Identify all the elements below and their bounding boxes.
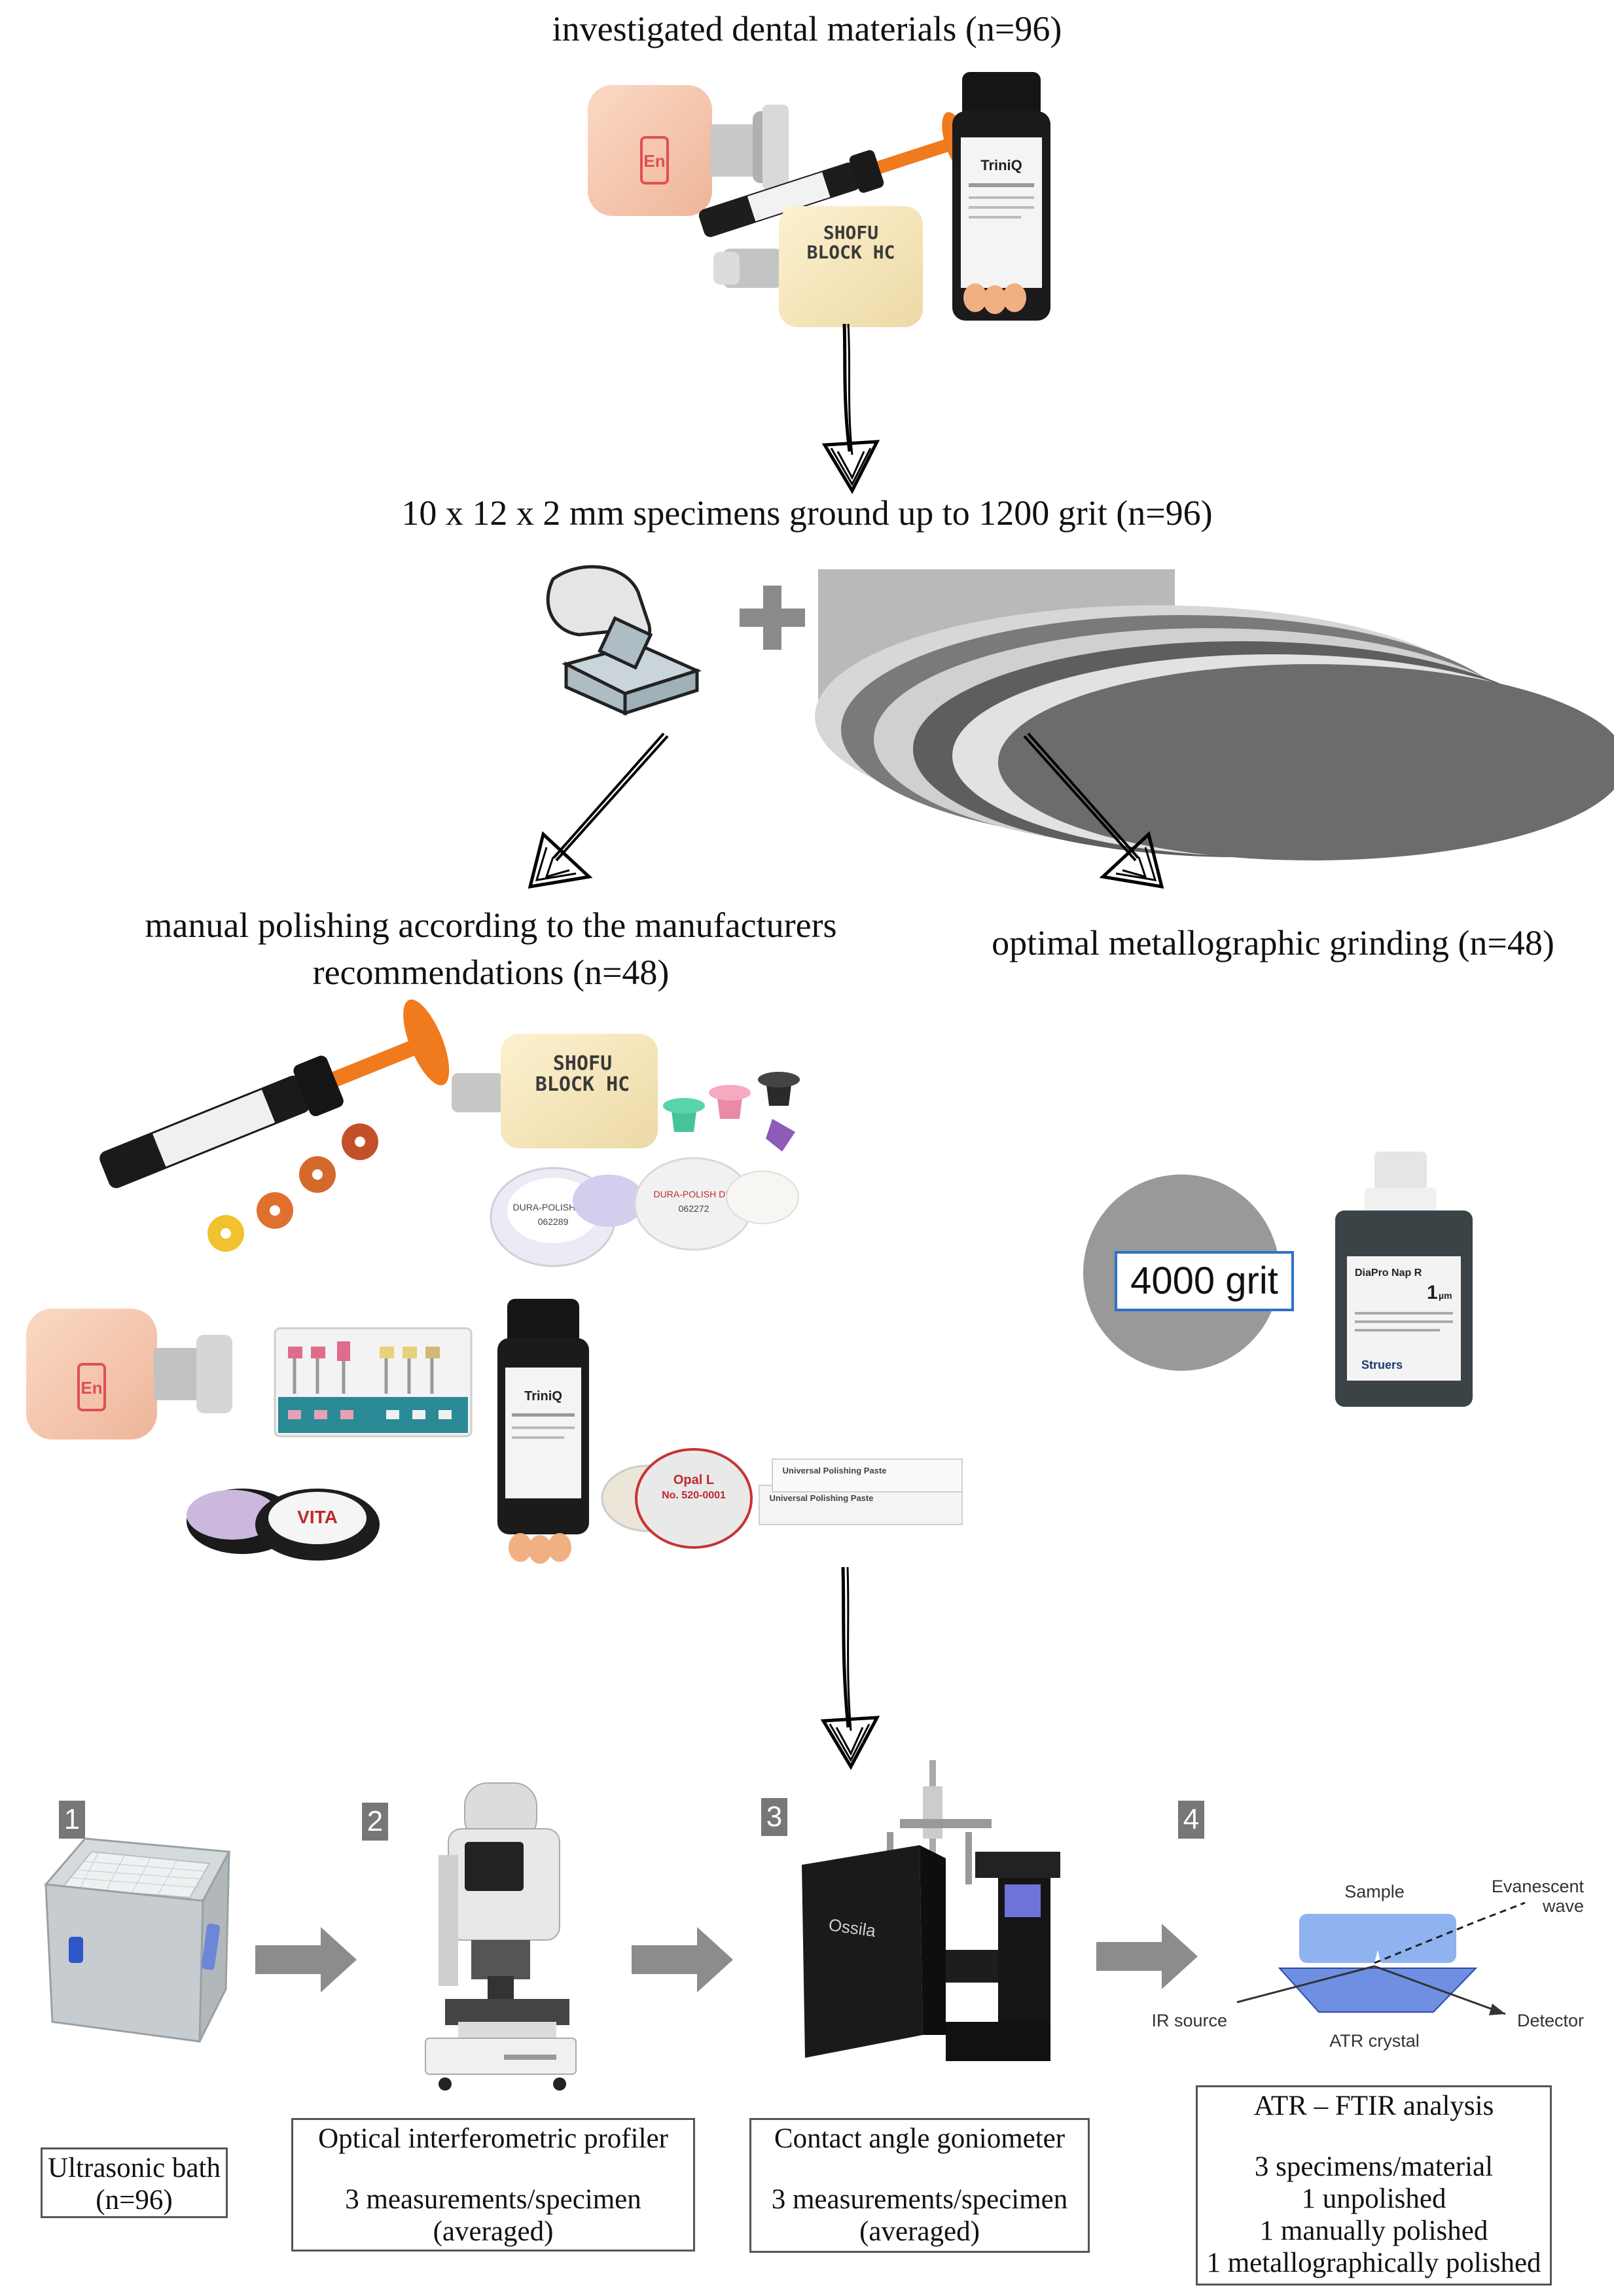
manual-polishing-title-line1: manual polishing according to the manufa… (145, 906, 837, 945)
opal-paste-tin-image: Opal L No. 520-0001 (601, 1448, 753, 1549)
step1-title: investigated dental materials (n=96) (552, 9, 1062, 48)
opal-label-1: Opal L (673, 1473, 714, 1487)
goniometer-image: Ossila (802, 1760, 1060, 2061)
diapro-size: 1 (1427, 1282, 1438, 1303)
grinding-illustration (546, 565, 1614, 860)
grinding-paper-image (815, 569, 1614, 860)
triniq-label: TriniQ (980, 157, 1022, 173)
svg-text:En: En (643, 151, 665, 171)
manual-polishing-kits: SHOFU BLOCK HC DURA-POLISH DIA 062289 DU… (26, 999, 963, 1564)
detector-label: Detector (1517, 2011, 1584, 2030)
step-number-3: 3 (761, 1798, 787, 1836)
vita-label: VITA (297, 1507, 338, 1527)
triniq-bottle-image: TriniQ (952, 72, 1050, 321)
shofu-block-image: SHOFU BLOCK HC (713, 206, 923, 327)
diapro-name: DiaPro Nap R (1355, 1267, 1422, 1279)
arrow-down-1 (821, 323, 880, 495)
shofu-block-large-image: SHOFU BLOCK HC (452, 1034, 658, 1148)
atr-ftir-manually: 1 manually polished (1259, 2216, 1488, 2246)
svg-text:En: En (81, 1378, 102, 1398)
manual-polishing-title-line2: recommendations (n=48) (312, 953, 670, 992)
evanescent-label-2: wave (1542, 1896, 1584, 1916)
ultrasonic-bath-count: (n=96) (96, 2185, 173, 2216)
atr-ftir-unpolished: 1 unpolished (1301, 2183, 1446, 2214)
shofu-large-label-2: BLOCK HC (535, 1073, 630, 1096)
grit-disc-label: 4000 grit (1115, 1251, 1294, 1311)
hand-grinding-icon (546, 565, 702, 716)
ultrasonic-bath-label: Ultrasonic bath (48, 2153, 221, 2183)
gray-arrow-2 (632, 1927, 733, 1992)
atr-crystal-label: ATR crystal (1329, 2031, 1420, 2051)
optical-profiler-box: Optical interferometric profiler 3 measu… (291, 2118, 695, 2252)
goniometer-measurements: 3 measurements/specimen (771, 2184, 1068, 2215)
atr-ftir-metallographic: 1 metallographically polished (1206, 2248, 1541, 2278)
goniometer-label: Contact angle goniometer (774, 2123, 1066, 2154)
evanescent-label-1: Evanescent (1492, 1877, 1585, 1896)
optical-profiler-label: Optical interferometric profiler (318, 2123, 668, 2154)
polishing-cups-image (663, 1072, 800, 1152)
sample-label: Sample (1344, 1882, 1405, 1901)
triniq-large-label: TriniQ (524, 1389, 562, 1404)
polishing-discs-image (207, 1123, 378, 1252)
dental-materials-illustration: En TriniQ SHOFU BLOCK HC (588, 72, 1050, 327)
plus-icon (740, 586, 805, 650)
arrow-down-right (1023, 732, 1164, 889)
ultrasonic-bath-box: Ultrasonic bath (n=96) (41, 2147, 228, 2218)
shofu-large-label-1: SHOFU (553, 1052, 612, 1075)
paste-label-1: Universal Polishing Paste (783, 1466, 887, 1475)
diapro-unit: µm (1439, 1290, 1452, 1301)
lot-label-b: 062289 (538, 1216, 569, 1227)
polishing-instrument-kit-image (274, 1327, 473, 1438)
shofu-label-2: BLOCK HC (807, 241, 895, 263)
dura-polish-label-2: DURA-POLISH DIA (654, 1189, 735, 1199)
universal-polishing-paste-image: Universal Polishing Paste Universal Poli… (759, 1458, 963, 1525)
goniometer-box: Contact angle goniometer 3 measurements/… (749, 2118, 1090, 2253)
composite-syringe-image (698, 112, 972, 238)
shofu-label-1: SHOFU (823, 222, 878, 243)
paste-label-2: Universal Polishing Paste (770, 1493, 874, 1503)
atr-ftir-specimens: 3 specimens/material (1254, 2151, 1494, 2182)
ultrasonic-bath-image (43, 1837, 231, 2043)
arrow-down-2 (820, 1566, 880, 1771)
opal-label-2: No. 520-0001 (662, 1490, 726, 1501)
optical-profiler-measurements: 3 measurements/specimen (345, 2184, 641, 2215)
triniq-bottle-large-image: TriniQ (497, 1299, 589, 1564)
arrow-down-left (528, 732, 669, 889)
step2-title: 10 x 12 x 2 mm specimens ground up to 12… (401, 493, 1213, 533)
struers-label: Struers (1361, 1358, 1403, 1371)
gray-arrow-3 (1096, 1924, 1198, 1989)
ir-source-label: IR source (1151, 2011, 1227, 2030)
manual-polishing-title: manual polishing according to the manufa… (72, 902, 910, 996)
gray-arrow-1 (255, 1927, 357, 1992)
step-number-2: 2 (362, 1803, 388, 1841)
optical-profiler-averaged: (averaged) (433, 2216, 554, 2247)
lot-label-a: 062272 (679, 1203, 709, 1214)
enamic-block-image: En (588, 85, 789, 216)
goniometer-averaged: (averaged) (859, 2216, 980, 2247)
optical-profiler-image (425, 1782, 577, 2091)
step-number-4: 4 (1178, 1801, 1204, 1839)
composite-syringe-large-image (99, 999, 450, 1188)
atr-ftir-label: ATR – FTIR analysis (1253, 2091, 1494, 2121)
atr-ftir-diagram: Sample Evanescent wave IR source ATR cry… (1151, 1877, 1585, 2051)
metallographic-title: optimal metallographic grinding (n=48) (992, 923, 1554, 963)
vita-paste-jar-image: VITA (187, 1489, 380, 1561)
diapro-bottle-image: DiaPro Nap R 1 µm Struers (1335, 1152, 1473, 1407)
enamic-block-large-image: En (26, 1309, 232, 1439)
step-number-1: 1 (59, 1801, 85, 1839)
atr-ftir-box: ATR – FTIR analysis 3 specimens/material… (1196, 2085, 1552, 2286)
diamond-paste-jars-image: DURA-POLISH DIA 062289 DURA-POLISH DIA 0… (490, 1157, 799, 1267)
